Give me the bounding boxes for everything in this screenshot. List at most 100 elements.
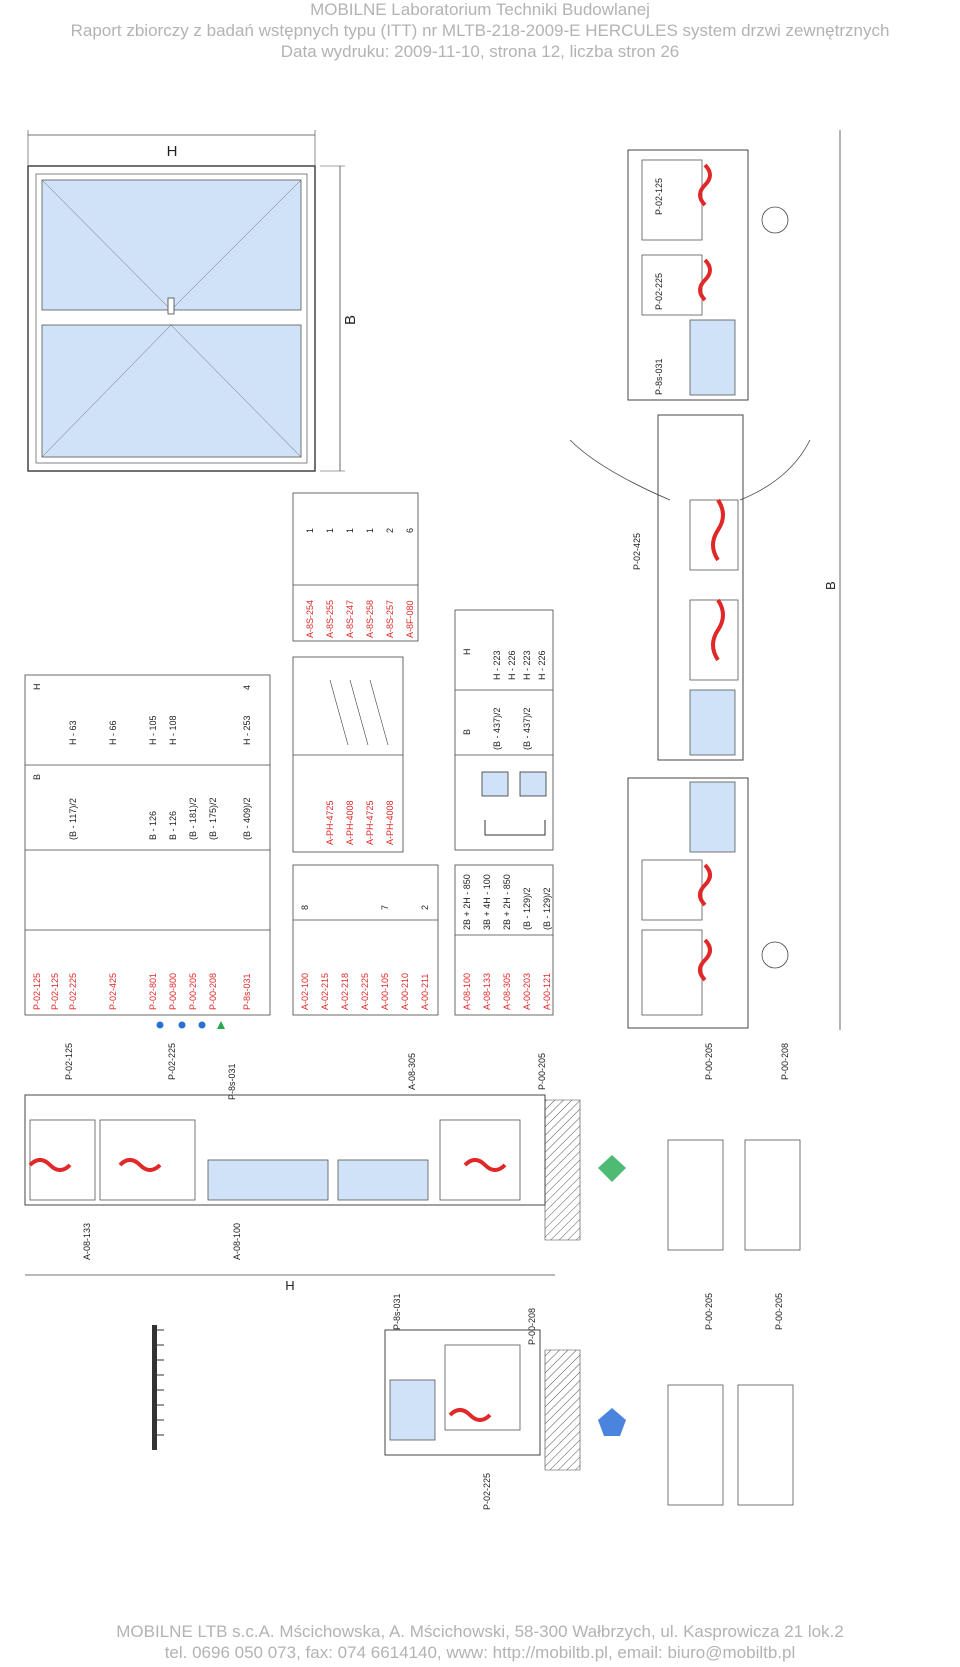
profile-qty: 4	[242, 685, 252, 690]
callout-label: P-02-225	[482, 1473, 492, 1510]
hardware-qty: 1	[365, 528, 375, 533]
glass-h: H - 226	[537, 650, 547, 680]
pin-code: A-PH-4725	[325, 800, 335, 845]
callout-label: P-00-205	[537, 1053, 547, 1090]
callout-label: P-00-205	[774, 1293, 784, 1330]
hardware-code: A-8S-255	[325, 600, 335, 638]
door-elevation: H B	[27, 130, 359, 472]
gasket-code: A-08-133	[482, 973, 492, 1010]
profile-code: P-02-225	[68, 973, 78, 1010]
pin-code: A-PH-4725	[365, 800, 375, 845]
callout-label: P-8s-031	[227, 1063, 237, 1100]
callout-label: P-02-225	[167, 1043, 177, 1080]
callout-label: P-02-225	[654, 273, 664, 310]
green-marker-icon	[598, 1155, 626, 1182]
hardware-code: A-8S-254	[305, 600, 315, 638]
gasket-formula: (B - 129)/2	[522, 887, 532, 930]
hardware-table: A-8S-254 A-8S-255 A-8S-247 A-8S-258 A-8S…	[292, 492, 419, 642]
glass-h: H - 223	[522, 650, 532, 680]
hardware-code: A-8S-247	[345, 600, 355, 638]
hardware-qty: 1	[325, 528, 335, 533]
section-dim-b: B	[823, 581, 838, 590]
profile-h: H - 63	[68, 720, 78, 745]
gasket-code: A-00-121	[542, 973, 552, 1010]
gasket-formula: 2B + 2H - 850	[462, 874, 472, 930]
hardware-qty: 2	[385, 528, 395, 533]
hardware-code: A-8S-257	[385, 600, 395, 638]
profile-h: H - 105	[148, 715, 158, 745]
threshold-section: P-8s-031 P-02-225 P-00-208	[384, 1293, 626, 1510]
gasket-formula: 2B + 2H - 850	[502, 874, 512, 930]
callout-label: A-08-305	[407, 1053, 417, 1090]
accessory-code: A-00-105	[380, 973, 390, 1010]
callout-label: P-00-208	[527, 1308, 537, 1345]
callout-label: P-02-125	[654, 178, 664, 215]
vertical-section: B P-02-125 P-02-225 P-8s-031 P-02-425	[569, 130, 841, 1030]
accessory-code: A-00-210	[400, 973, 410, 1010]
callout-label: P-02-425	[632, 533, 642, 570]
footer-company: MOBILNE LTB s.c.A. Mścichowska, A. Mścic…	[116, 1622, 844, 1641]
profile-h: H - 66	[108, 720, 118, 745]
blue-marker-icon	[598, 1408, 626, 1436]
glass-h: H - 226	[507, 650, 517, 680]
callout-label: P-00-205	[704, 1043, 714, 1080]
scale-bar	[152, 1325, 164, 1450]
gasket-formula: 3B + 4H - 100	[482, 874, 492, 930]
accessory-qty: 8	[300, 905, 310, 910]
pin-code: A-PH-4008	[385, 800, 395, 845]
accessory-code: A-00-211	[420, 974, 430, 1010]
profile-h: H - 108	[168, 715, 178, 745]
profile-b: (B - 117)/2	[68, 798, 78, 840]
footer-contact: tel. 0696 050 073, fax: 074 6614140, www…	[164, 1643, 796, 1662]
profile-code: P-02-125	[50, 973, 60, 1010]
profiles-table: H B P-02-125 P-02-125 P-02-225 P-02-425 …	[24, 674, 271, 1029]
header-lab-name: MOBILNE Laboratorium Techniki Budowlanej	[310, 0, 650, 19]
callout-label: P-02-125	[64, 1043, 74, 1080]
gaskets-table: A-08-100 A-08-133 A-08-305 A-00-203 A-00…	[454, 864, 554, 1016]
detail-sketches: P-00-205 P-00-208 P-00-205 P-00-205	[667, 1043, 801, 1506]
accessory-code: A-02-215	[320, 973, 330, 1010]
profile-code: P-00-208	[208, 973, 218, 1010]
accessory-code: A-02-100	[300, 973, 310, 1010]
header-print-date: Data wydruku: 2009-11-10, strona 12, lic…	[280, 42, 680, 61]
gasket-code: A-08-100	[462, 973, 472, 1010]
pins-table: A-PH-4725 A-PH-4008 A-PH-4725 A-PH-4008	[292, 656, 404, 853]
glass-b: (B - 437)/2	[492, 707, 502, 750]
hardware-code: A-8S-258	[365, 600, 375, 638]
hardware-qty: 1	[345, 528, 355, 533]
profile-code: P-02-425	[108, 973, 118, 1010]
hardware-code: A-8F-080	[405, 600, 415, 638]
header-report-title: Raport zbiorczy z badań wstępnych typu (…	[70, 21, 890, 40]
dim-b-label: B	[342, 315, 359, 325]
callout-label: A-08-100	[232, 1223, 242, 1260]
profile-code: P-02-125	[32, 973, 42, 1010]
callout-label: P-8s-031	[654, 358, 664, 395]
callout-label: A-08-133	[82, 1223, 92, 1260]
profile-code: P-00-205	[188, 973, 198, 1010]
callout-label: P-8s-031	[392, 1293, 402, 1330]
profile-b: (B - 181)/2	[188, 797, 198, 840]
gasket-code: A-00-203	[522, 973, 532, 1010]
profile-code: P-8s-031	[242, 973, 252, 1010]
profile-b: (B - 175)/2	[208, 797, 218, 840]
profiles-head-h: H	[32, 684, 42, 691]
glass-head-b: B	[462, 729, 472, 735]
profile-code: P-02-801	[148, 973, 158, 1010]
profiles-head-b: B	[32, 774, 42, 780]
accessory-qty: 7	[380, 905, 390, 910]
horizontal-section: H P-02-125 P-02-225 P-8s-031 A-08-305 P-…	[24, 1043, 626, 1293]
accessories-table: A-02-100 A-02-215 A-02-218 A-02-225 A-00…	[292, 864, 439, 1016]
glass-head-h: H	[462, 649, 472, 656]
profile-h: H - 253	[242, 715, 252, 745]
section-dim-h: H	[285, 1278, 294, 1293]
pin-code: A-PH-4008	[345, 800, 355, 845]
profile-b: (B - 409)/2	[242, 797, 252, 840]
callout-label: P-00-205	[704, 1293, 714, 1330]
callout-label: P-00-208	[780, 1043, 790, 1080]
dim-h-label: H	[167, 143, 178, 160]
profile-b: B - 126	[148, 811, 158, 840]
glass-b: (B - 437)/2	[522, 707, 532, 750]
hardware-qty: 1	[305, 528, 315, 533]
gasket-code: A-08-305	[502, 973, 512, 1010]
